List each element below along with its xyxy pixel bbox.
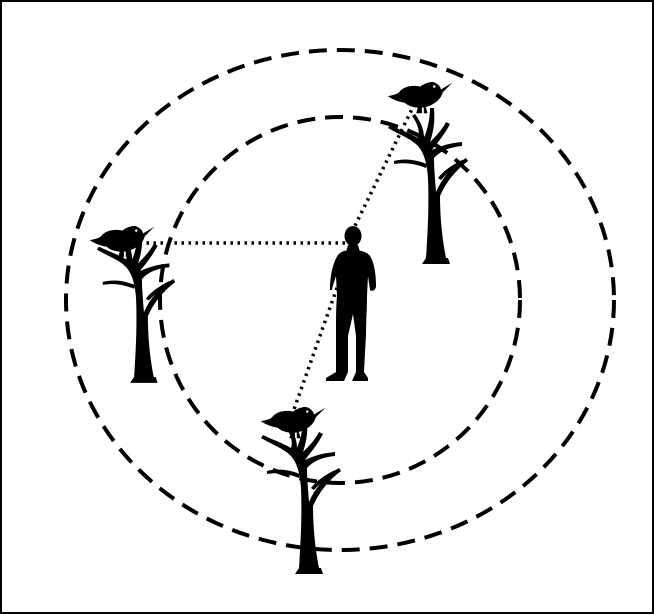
songbird-silhouette-icon	[261, 407, 326, 438]
standing-person-silhouette-icon	[326, 226, 376, 381]
songbird-silhouette-icon	[388, 82, 453, 113]
bare-tree-silhouette-icon	[388, 108, 468, 264]
bare-tree-silhouette-icon	[97, 230, 175, 383]
songbird-silhouette-icon	[90, 226, 155, 257]
